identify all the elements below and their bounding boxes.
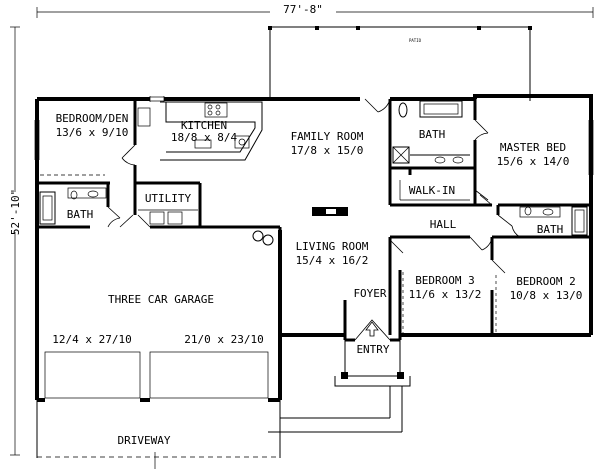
doors	[40, 98, 521, 341]
living-room-name: LIVING ROOM	[296, 240, 369, 253]
bedroom3-name: BEDROOM 3	[415, 274, 475, 287]
kitchen-name: KITCHEN	[181, 119, 227, 132]
right-bath-name: BATH	[537, 223, 564, 236]
utility-fixtures	[138, 209, 198, 225]
driveway-name: DRIVEWAY	[118, 434, 171, 447]
garage-size-right: 21/0 x 23/10	[184, 333, 263, 346]
bedroom2-size: 10/8 x 13/0	[510, 289, 583, 302]
hall-name: HALL	[430, 218, 457, 231]
entry-porch	[334, 321, 411, 387]
width-dimension-label: 77'-8"	[283, 3, 323, 16]
master-bed-name: MASTER BED	[500, 141, 566, 154]
kitchen-fixtures	[137, 101, 263, 161]
depth-dimension-label: 52'-10"	[9, 189, 22, 235]
kitchen-size: 18/8 x 8/4	[171, 131, 238, 144]
family-room-name: FAMILY ROOM	[291, 130, 364, 143]
family-room-size: 17/8 x 15/0	[291, 144, 364, 157]
bedroom-den-name: BEDROOM/DEN	[56, 112, 129, 125]
bedroom3-size: 11/6 x 13/2	[409, 288, 482, 301]
entry-name: ENTRY	[356, 343, 389, 356]
utility-name: UTILITY	[145, 192, 192, 205]
garage-name: THREE CAR GARAGE	[108, 293, 214, 306]
garage-fixtures	[44, 230, 274, 399]
width-dimension-backing	[270, 3, 336, 17]
depth-dimension-backing	[7, 192, 23, 232]
right-bath-fixtures	[519, 206, 588, 236]
bedroom-den-size: 13/6 x 9/10	[56, 126, 129, 139]
living-room-size: 15/4 x 16/2	[296, 254, 369, 267]
bedroom2-name: BEDROOM 2	[516, 275, 576, 288]
windows	[34, 96, 594, 336]
interior-walls	[37, 99, 591, 342]
master-bath-name: BATH	[419, 128, 446, 141]
driveway	[36, 386, 403, 469]
patio	[268, 26, 532, 101]
left-bath-name: BATH	[67, 208, 94, 221]
depth-dimension-line	[10, 26, 20, 456]
master-bed-size: 15/6 x 14/0	[497, 155, 570, 168]
patio-label: PATIO	[409, 38, 422, 43]
walk-in-name: WALK-IN	[409, 184, 455, 197]
garage-size-left: 12/4 x 27/10	[52, 333, 131, 346]
left-bath-fixtures	[39, 187, 107, 225]
fireplace	[312, 207, 348, 216]
master-bath-fixtures	[392, 100, 470, 201]
foyer-name: FOYER	[353, 287, 386, 300]
